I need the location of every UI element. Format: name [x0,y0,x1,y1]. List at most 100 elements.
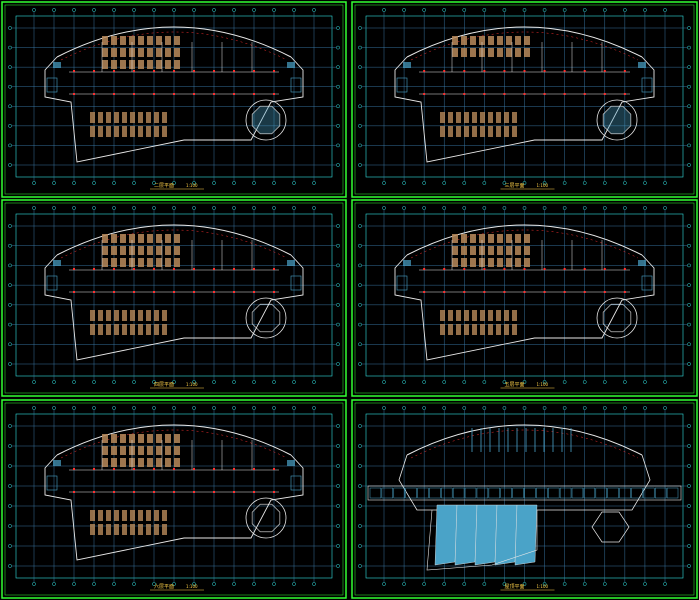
shelf-block [165,434,171,443]
shelf-block [120,246,126,255]
axis-bubble [72,8,76,12]
grid-lines [8,406,340,586]
shelf-block [147,36,153,45]
desk-block [114,324,119,335]
shelf-block [488,48,494,57]
desk-block [162,510,167,521]
axis-bubble [358,65,362,69]
glass-roof-panels [434,504,538,566]
axis-bubble [482,206,487,210]
axis-bubble [232,8,236,12]
skylight-cell [548,487,560,499]
building-outline [44,56,304,163]
axis-bubble [8,303,12,307]
axis-bubble [252,181,256,185]
axis-bubble [8,45,12,50]
shelf-block [506,234,512,243]
desk-block [456,310,461,321]
axis-bubble [92,181,96,185]
shelf-block [524,258,530,267]
shelf-block [120,446,126,455]
axis-bubble [212,380,216,384]
desk-block [146,310,151,321]
axis-bubble [358,243,362,248]
shelf-block [156,246,162,255]
column [153,70,155,72]
desk-block [448,112,453,123]
axis-bubble [336,464,340,468]
desk-block [154,324,159,335]
skylight-cell [619,487,631,499]
column [133,291,135,293]
axis-bubble [542,380,547,384]
shelf-block [461,246,467,255]
axis-bubble [422,582,426,586]
structural-columns [73,268,275,293]
facade-columns [60,229,288,259]
shelf-block [102,446,108,455]
column [583,93,586,95]
axis-bubble [358,303,362,307]
axis-bubble [8,544,12,548]
axis-bubble [8,26,12,30]
desk-block [488,126,493,137]
shelf-block [147,234,153,243]
shelf-block [102,48,108,57]
column [93,268,95,270]
desk-block [440,112,445,123]
desk-block [138,310,143,321]
axis-bubble [687,283,691,287]
roof-ribs [471,428,572,452]
axis-bubble [402,582,406,586]
desk-block [488,310,493,321]
axis-bubble [358,143,362,148]
desk-block [98,324,103,335]
shelf-block [111,258,117,267]
skylight-cell [643,487,655,499]
desk-block [512,112,517,123]
desk-block [448,126,453,137]
axis-bubble [8,104,12,109]
shelf-block [174,258,180,267]
column [73,468,75,470]
axis-bubble [482,406,487,410]
axis-bubble [358,224,362,228]
column [253,491,255,493]
column [153,93,155,95]
skylight-cell [654,487,667,499]
furniture-blocks [90,434,180,535]
desk-block [472,310,477,321]
panel-inner-frame [4,402,344,596]
panel-scale: 1:100 [186,584,198,589]
axis-bubble [502,206,507,210]
axis-bubble [643,8,647,12]
axis-bubble [232,406,236,410]
curved-facade [56,26,292,58]
shelf-block [102,234,108,243]
shelf-block [102,458,108,467]
axis-bubble [336,163,340,167]
skylight-cell [441,487,453,499]
stair-left [396,77,408,93]
skylight-cell [631,487,643,499]
column [423,268,426,270]
axis-bubble [602,582,607,586]
skylight-frame [367,485,682,501]
axis-bubble [336,124,340,128]
desk-block [98,126,103,137]
column [523,70,526,72]
column [193,491,195,493]
axis-bubble [623,380,627,384]
shelf-block [165,60,171,69]
column [543,291,546,293]
shelf-block [147,434,153,443]
desk-block [154,126,159,137]
shelf-block [147,48,153,57]
rotunda-outer [596,99,638,141]
shelf-block [120,234,126,243]
axis-bubble [292,206,296,210]
shelf-block [138,458,144,467]
axis-bubble [358,484,362,488]
axis-bubble [172,8,176,12]
axis-bubble [92,406,96,410]
